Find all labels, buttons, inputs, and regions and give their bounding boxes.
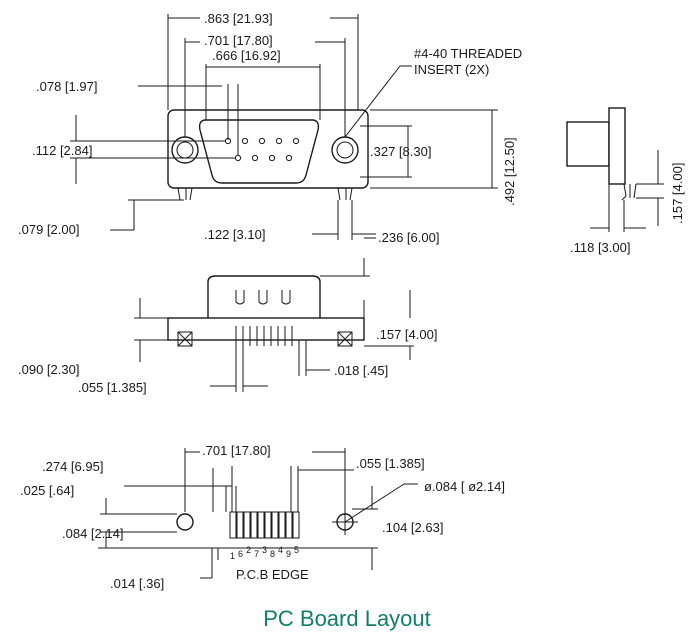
side-dim-boardlock-height: .157 [4.00] [670, 163, 685, 224]
front-dim-shell-height: .236 [6.00] [378, 230, 439, 245]
pcb-left-mount-hole [176, 513, 194, 531]
dim-boardlock-width: .122 [3.10] [204, 227, 265, 242]
pcb-pad-array [229, 511, 300, 539]
pin-number: 2 [246, 545, 251, 555]
front-dim-pin-height: .157 [4.00] [376, 327, 437, 342]
dim-row-pitch: .112 [2.84] [32, 143, 92, 158]
front-left-boardlock [177, 331, 193, 347]
dim-flange-height: .492 [12.50] [502, 137, 517, 206]
dim-shell-width: .666 [16.92] [212, 48, 281, 63]
pin-number: 7 [254, 549, 259, 559]
pcb-dim-hole-spacing: .701 [17.80] [202, 443, 271, 458]
top-view: .863 [21.93] .701 [17.80] .666 [16.92] .… [18, 11, 522, 242]
pin-number: 5 [294, 545, 299, 555]
front-right-boardlock [337, 331, 353, 347]
pin-number: 3 [262, 545, 267, 555]
front-dim-pin-pitch: .055 [1.385] [78, 380, 147, 395]
right-boardlock [337, 187, 353, 201]
pcb-dim-pin-pitch: .055 [1.385] [356, 456, 425, 471]
dim-mount-hole-spacing: .701 [17.80] [204, 33, 273, 48]
front-dim-pin-width: .018 [.45] [334, 363, 388, 378]
pin-number: 9 [286, 549, 291, 559]
side-dim-offset: .118 [3.00] [570, 240, 630, 255]
pin-number: 6 [238, 549, 243, 559]
pcb-edge-label: P.C.B EDGE [236, 567, 309, 582]
pcb-dim-hole-diameter: ø.084 [ ø2.14] [424, 479, 505, 494]
dim-shell-height: .327 [8.30] [370, 144, 431, 159]
front-dim-flange-thickness: .090 [2.30] [18, 362, 79, 377]
callout-insert-count: INSERT (2X) [414, 62, 489, 77]
front-shell [207, 275, 321, 318]
side-shell [566, 121, 610, 167]
side-flange [608, 107, 626, 185]
contact-pins [224, 137, 300, 162]
dim-pin-offset: .078 [1.97] [36, 79, 97, 94]
pcb-dim-row-offset: .104 [2.63] [382, 520, 443, 535]
dim-boardlock-length: .079 [2.00] [18, 222, 79, 237]
front-flange [167, 317, 365, 341]
pcb-dim-edge-offset: .014 [.36] [110, 576, 164, 591]
callout-threaded-insert: #4-40 THREADED [414, 46, 522, 61]
pcb-layout: .701 [17.80] .274 [6.95] .055 [1.385] .0… [20, 443, 505, 591]
left-boardlock [177, 187, 193, 201]
side-boardlock [621, 183, 637, 201]
dim-overall-width: .863 [21.93] [204, 11, 273, 26]
pcb-dim-pad-width: .025 [.64] [20, 483, 74, 498]
right-insert [331, 136, 359, 164]
figure-caption: PC Board Layout [263, 606, 431, 631]
pcb-dim-hole-to-pin: .274 [6.95] [42, 459, 103, 474]
front-contact-marks [235, 290, 291, 305]
front-tail-pins [235, 326, 293, 346]
pin-number: 1 [230, 551, 235, 561]
d-shell [198, 119, 320, 184]
pin-number: 4 [278, 545, 283, 555]
side-view: .157 [4.00] .118 [3.00] [566, 107, 685, 255]
pin-number: 8 [270, 549, 275, 559]
pcb-dim-hole-edge: .084 [2.14] [62, 526, 123, 541]
pcb-pin-numbers: 1 6 2 7 3 8 4 9 5 [230, 545, 299, 561]
front-view: .236 [6.00] .157 [4.00] .090 [2.30] .018… [18, 230, 439, 395]
